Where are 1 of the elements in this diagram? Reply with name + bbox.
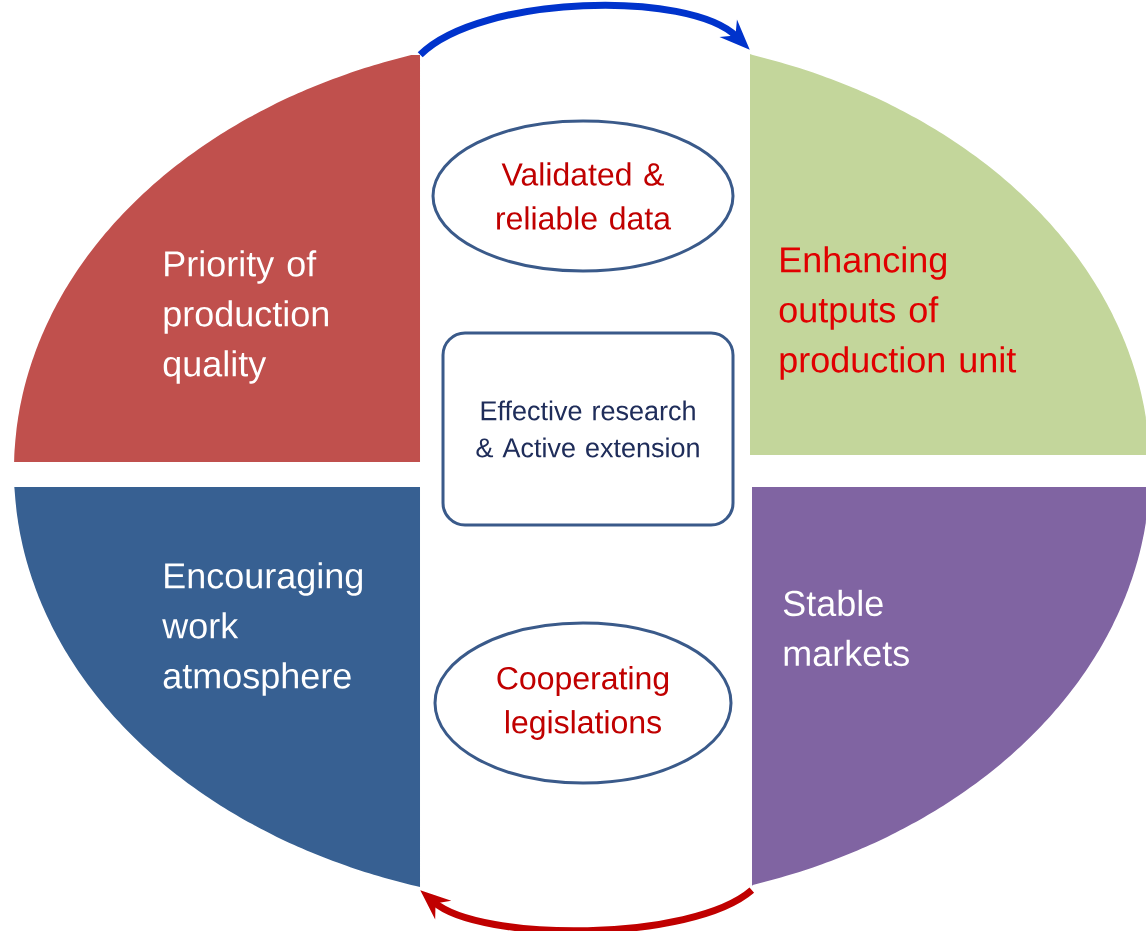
rounded-box: Effective research & Active extension — [441, 331, 735, 527]
